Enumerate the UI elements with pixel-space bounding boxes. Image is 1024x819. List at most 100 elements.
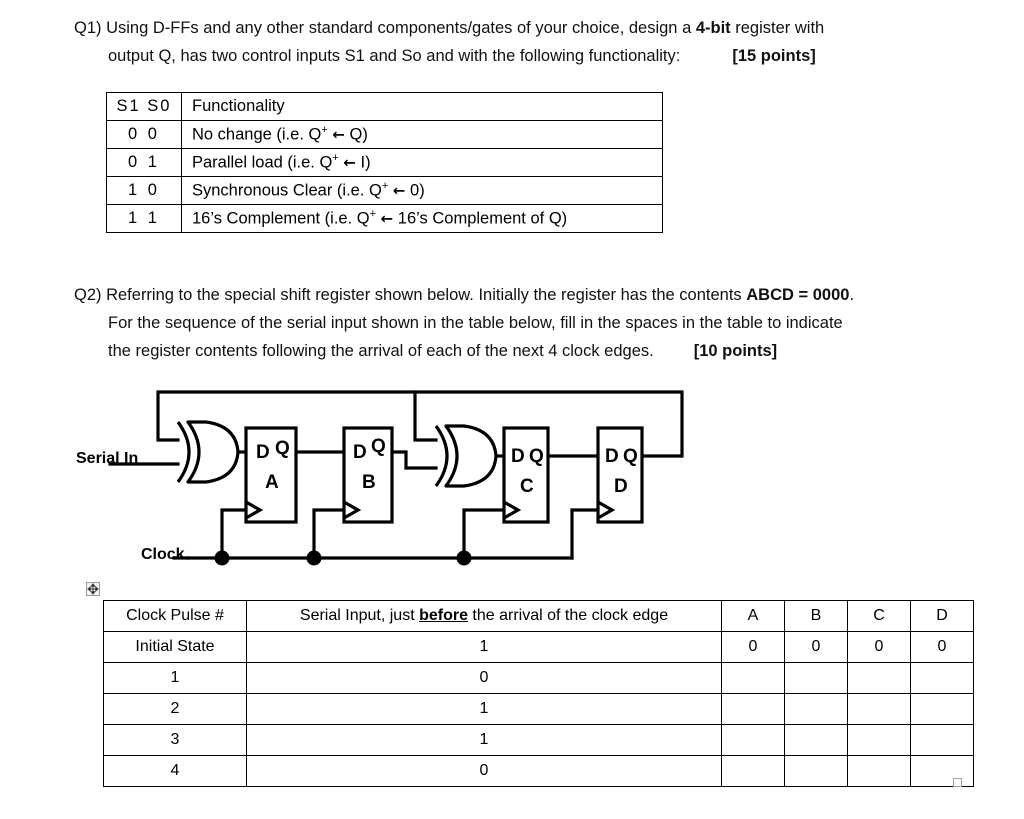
ff-c-name-label: C: [520, 476, 534, 497]
cell-serial-input: 1: [246, 631, 722, 663]
cell-select-bits: 1 0: [106, 176, 182, 205]
feedback-wire-top: [156, 390, 684, 458]
left-arrow-icon: ←: [380, 209, 394, 228]
cell-value-b[interactable]: [784, 755, 848, 787]
ff-a-name-label: A: [265, 472, 279, 493]
cell-value-a[interactable]: [721, 755, 785, 787]
table-move-handle-icon[interactable]: [86, 582, 100, 596]
table-resize-handle-icon[interactable]: [953, 778, 962, 787]
clock-pulse-table[interactable]: Clock Pulse # Serial Input, just before …: [103, 600, 974, 787]
cell-value-a[interactable]: 0: [721, 631, 785, 663]
xor-gate-1: [176, 420, 240, 484]
wire-ffb-to-xor2: [390, 450, 438, 470]
cell-clock-pulse: 2: [103, 693, 247, 725]
cell-clock-pulse: 1: [103, 662, 247, 694]
cell-clock-pulse: 3: [103, 724, 247, 756]
cell-value-c[interactable]: 0: [847, 631, 911, 663]
q1-points-badge: [15 points]: [732, 47, 816, 65]
func-text-post: 16’s Complement of Q): [393, 209, 568, 228]
table-row: 3 1: [103, 724, 974, 756]
header-serial-pre: Serial Input, just: [299, 607, 420, 624]
func-text-pre: 16’s Complement (i.e. Q: [192, 209, 370, 228]
func-text-pre: Parallel load (i.e. Q: [192, 153, 333, 172]
cell-functionality: 16’s Complement (i.e. Q+ ← 16’s Compleme…: [181, 204, 663, 233]
ff-b-d-label: D: [353, 442, 367, 463]
cell-functionality: No change (i.e. Q+ ← Q): [181, 120, 663, 149]
cell-value-d[interactable]: [910, 662, 974, 694]
q2-line-1-post: .: [849, 286, 855, 304]
cell-value-b[interactable]: [784, 693, 848, 725]
ff-c-d-label: D: [511, 446, 525, 467]
shift-register-circuit-diagram: Serial In Clock: [70, 378, 710, 578]
functionality-table: S1 S0 Functionality 0 0 No change (i.e. …: [106, 92, 663, 233]
func-text-post: Q): [344, 125, 368, 144]
flipflop-b: D Q B: [342, 426, 394, 524]
cell-value-c[interactable]: [847, 662, 911, 694]
q1-line-1: Q1) Using D-FFs and any other standard c…: [74, 14, 990, 42]
header-serial-emphasis: before: [419, 607, 468, 624]
q2-line-3: the register contents following the arri…: [74, 337, 990, 365]
table-row: 1 1 16’s Complement (i.e. Q+ ← 16’s Comp…: [106, 204, 663, 233]
clock-label: Clock: [141, 546, 185, 563]
serial-in-label: Serial In: [76, 450, 139, 467]
cell-value-a[interactable]: [721, 662, 785, 694]
question-1-text: Q1) Using D-FFs and any other standard c…: [74, 14, 990, 70]
left-arrow-icon: ←: [392, 181, 406, 200]
cell-clock-pulse: Initial State: [103, 631, 247, 663]
ff-c-q-label: Q: [529, 446, 544, 467]
clock-branch-ffb: [312, 508, 346, 560]
q2-line-2-text: For the sequence of the serial input sho…: [108, 314, 843, 332]
header-serial-post: the arrival of the clock edge: [467, 607, 669, 624]
left-arrow-icon: ←: [332, 125, 345, 144]
cell-functionality: Synchronous Clear (i.e. Q+ ← 0): [181, 176, 663, 205]
header-serial-input: Serial Input, just before the arrival of…: [246, 600, 722, 632]
table-row: 2 1: [103, 693, 974, 725]
table-row: 1 0 Synchronous Clear (i.e. Q+ ← 0): [106, 176, 663, 205]
cell-value-b[interactable]: [784, 724, 848, 756]
q2-line-2: For the sequence of the serial input sho…: [74, 309, 990, 337]
cell-value-c[interactable]: [847, 693, 911, 725]
cell-value-d[interactable]: [910, 724, 974, 756]
feedback-branch-xor2: [413, 390, 438, 442]
xor-gate-2: [434, 424, 498, 488]
func-superscript: +: [332, 151, 339, 164]
q1-line-1-pre: Q1) Using D-FFs and any other standard c…: [74, 19, 696, 37]
clock-branch-ffc: [462, 508, 506, 560]
cell-value-d[interactable]: [910, 693, 974, 725]
cell-serial-input: 0: [246, 662, 722, 694]
q2-points-badge: [10 points]: [693, 342, 778, 360]
cell-functionality: Parallel load (i.e. Q+ ← I): [181, 148, 663, 177]
func-superscript: +: [381, 179, 389, 192]
clock-branch-ffa: [220, 508, 248, 560]
q2-line-3-text: the register contents following the arri…: [108, 342, 654, 360]
ff-d-q-label: Q: [623, 446, 638, 467]
clock-junction-dot: [306, 550, 322, 566]
header-col-b: B: [784, 600, 848, 632]
table-header-row: S1 S0 Functionality: [106, 92, 663, 121]
table-header-row: Clock Pulse # Serial Input, just before …: [103, 600, 974, 632]
cell-value-b[interactable]: [784, 662, 848, 694]
q2-line-1: Q2) Referring to the special shift regis…: [74, 281, 990, 309]
table-row: Initial State 1 0 0 0 0: [103, 631, 974, 663]
func-superscript: +: [369, 207, 377, 220]
cell-value-a[interactable]: [721, 693, 785, 725]
cell-value-c[interactable]: [847, 755, 911, 787]
header-col-d: D: [910, 600, 974, 632]
q2-line-1-bold: ABCD = 0000: [746, 286, 850, 304]
cell-select-bits: 0 1: [106, 148, 182, 177]
question-2-text: Q2) Referring to the special shift regis…: [74, 281, 990, 365]
table-row: 0 1 Parallel load (i.e. Q+ ← I): [106, 148, 663, 177]
cell-value-d[interactable]: [910, 755, 974, 787]
ff-a-d-label: D: [256, 442, 270, 463]
cell-value-c[interactable]: [847, 724, 911, 756]
cell-value-d[interactable]: 0: [910, 631, 974, 663]
cell-serial-input: 0: [246, 755, 722, 787]
cell-serial-input: 1: [246, 693, 722, 725]
ff-b-name-label: B: [362, 472, 376, 493]
cell-value-a[interactable]: [721, 724, 785, 756]
func-text-pre: No change (i.e. Q: [192, 125, 322, 144]
cell-select-bits: 0 0: [106, 120, 182, 149]
flipflop-a: D Q A: [244, 426, 298, 524]
clock-junction-dot: [214, 550, 230, 566]
cell-value-b[interactable]: 0: [784, 631, 848, 663]
